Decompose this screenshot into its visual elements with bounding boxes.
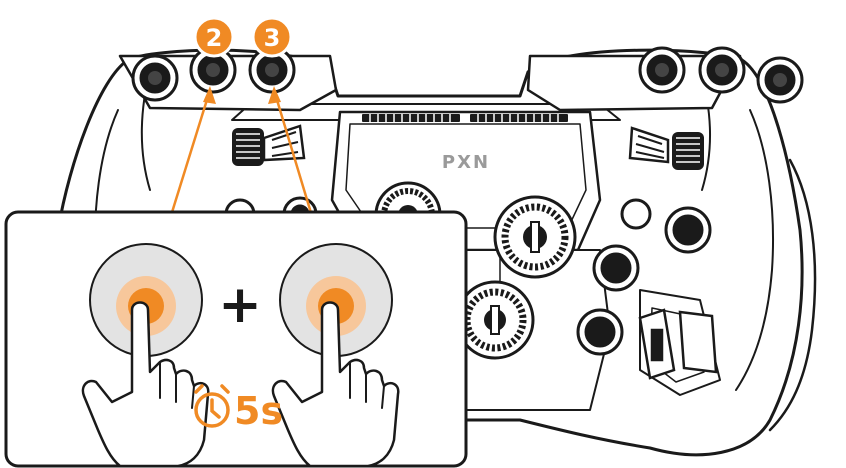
top-button-right-3[interactable] (758, 58, 802, 102)
face-button-right-3[interactable] (578, 310, 622, 354)
brand-logo: PXN (442, 152, 490, 173)
face-button-right-1[interactable] (666, 208, 710, 252)
top-button-1[interactable] (133, 56, 177, 100)
callout-badge-2: 2 (195, 18, 233, 56)
rotary-dial-center[interactable] (495, 197, 575, 277)
hold-duration-label: 5s (234, 389, 283, 433)
callout-badge-3: 3 (253, 18, 291, 56)
top-button-right-1[interactable] (640, 48, 684, 92)
instruction-panel: + 5s (6, 212, 466, 466)
callout-number-2: 2 (206, 24, 223, 52)
top-button-right-2[interactable] (700, 48, 744, 92)
small-round-button[interactable] (622, 200, 650, 228)
callout-number-3: 3 (264, 24, 281, 52)
rotary-dial-lower[interactable] (457, 282, 533, 358)
plus-symbol: + (218, 275, 262, 335)
face-button-right-2[interactable] (594, 246, 638, 290)
